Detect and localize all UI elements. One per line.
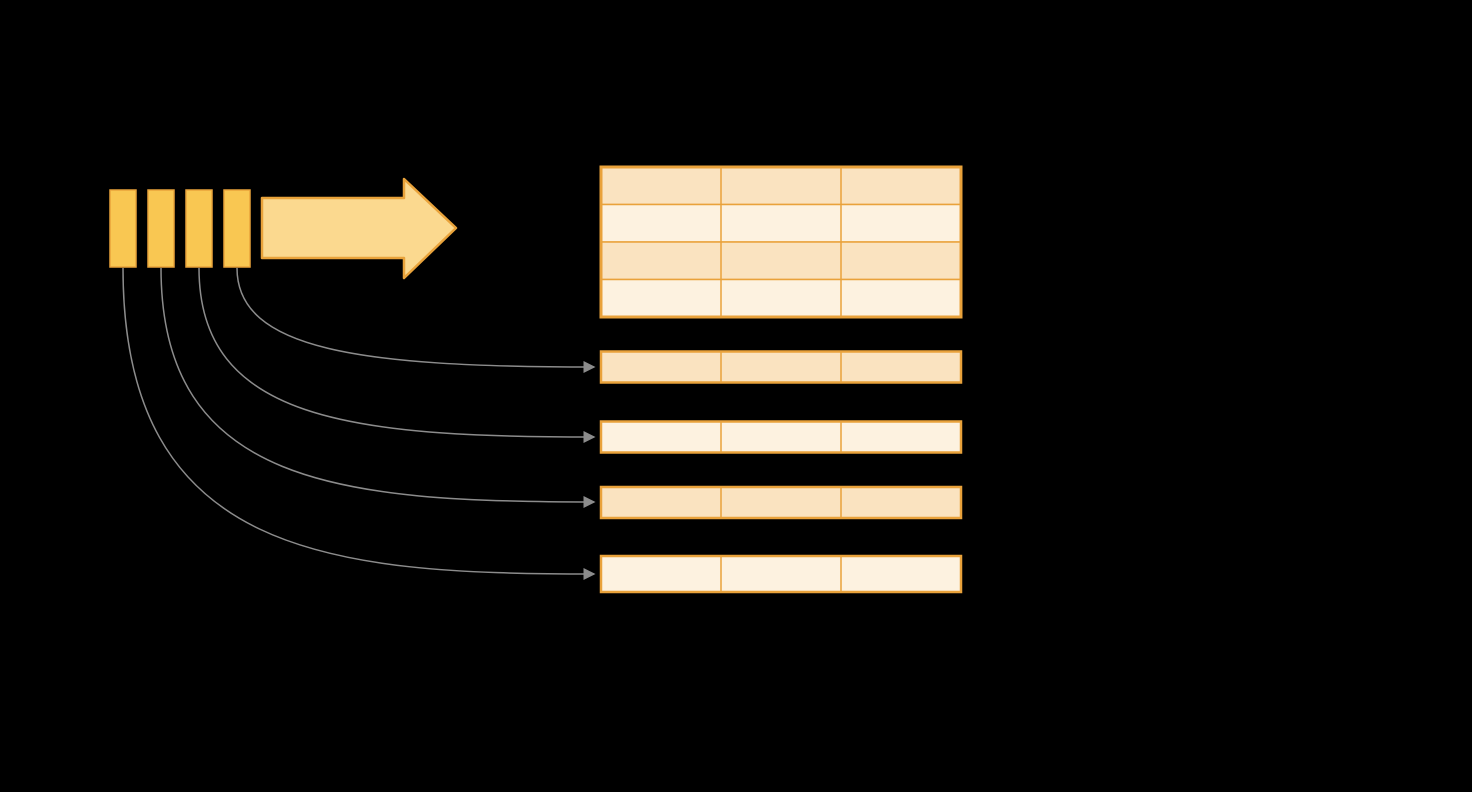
row-table-2 [599, 420, 963, 454]
stream-segment-4 [223, 189, 251, 268]
main-table [599, 165, 963, 319]
main-table-row-4 [600, 278, 962, 318]
main-table-outer-border [599, 165, 963, 319]
stream-segment-3 [185, 189, 213, 268]
row-table-4-body [599, 554, 963, 594]
row-table-1-body [599, 350, 963, 384]
connector-segment1-to-row-table-4 [122, 267, 596, 580]
connector-segment2-to-row-table-3 [160, 267, 596, 508]
stream-segments [109, 189, 251, 268]
row-table-2-body [599, 420, 963, 454]
main-table-row-2 [600, 203, 962, 243]
connector-segment3-to-row-table-2 [198, 267, 596, 443]
connectors [122, 267, 596, 580]
connector-segment4-to-row-table-1 [236, 267, 596, 373]
main-table-row-1 [600, 166, 962, 206]
stream-segment-1 [109, 189, 137, 268]
main-table-row-3 [600, 241, 962, 281]
row-table-4 [599, 554, 963, 594]
row-table-3 [599, 485, 963, 520]
flow-arrow-icon [260, 177, 458, 280]
stream-segment-2 [147, 189, 175, 268]
row-table-3-body [599, 485, 963, 520]
row-table-1 [599, 350, 963, 384]
